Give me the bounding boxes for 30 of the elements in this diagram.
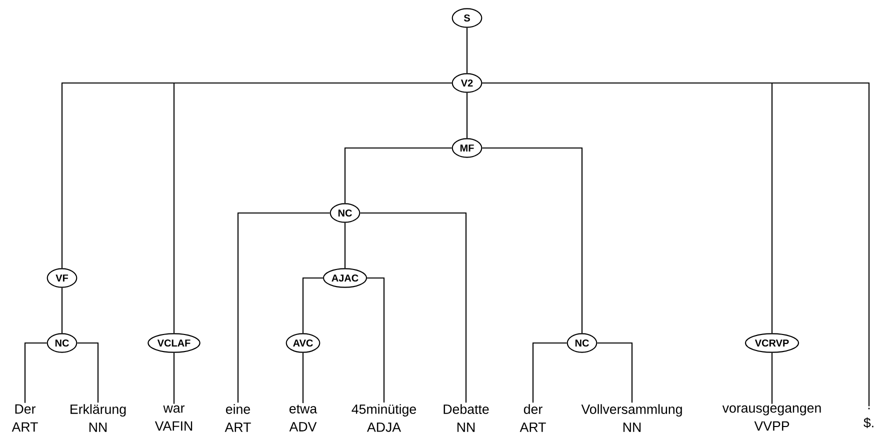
word-with-tag: war VAFIN — [154, 405, 192, 431]
word-with-tag: eine ART — [224, 404, 251, 432]
tree-branch — [597, 342, 633, 403]
tree-branch — [344, 147, 452, 204]
word-with-tag: Debatte NN — [444, 404, 489, 432]
word-with-tag: . $. — [864, 408, 874, 428]
word-with-tag: 45minütige ADJA — [352, 404, 416, 432]
tree-branch — [344, 222, 346, 268]
tree-branch — [466, 92, 468, 138]
tree-branch — [24, 342, 47, 403]
tree-branch — [482, 147, 583, 334]
tree-branch — [466, 28, 468, 74]
tree-branch — [61, 288, 63, 334]
tree-branch — [77, 342, 99, 403]
tree-branch — [173, 82, 452, 334]
tree-branch — [367, 277, 385, 402]
word-with-tag: der ART — [520, 404, 546, 432]
word-with-tag: Erklärung NN — [70, 404, 126, 432]
word-with-tag: vorausgegangen VVPP — [722, 405, 821, 431]
tree-branch — [237, 212, 330, 403]
tree-branch — [771, 352, 773, 404]
tree-branch — [173, 352, 175, 404]
word-with-tag: Der ART — [12, 404, 38, 432]
tree-branch — [302, 352, 304, 404]
tree-branch — [302, 277, 323, 334]
word-with-tag: etwa ADV — [289, 404, 318, 432]
word-with-tag: Vollversammlung NN — [581, 404, 682, 432]
tree-branch — [360, 212, 467, 403]
tree-branch — [532, 342, 567, 403]
tree-branch — [482, 82, 870, 406]
